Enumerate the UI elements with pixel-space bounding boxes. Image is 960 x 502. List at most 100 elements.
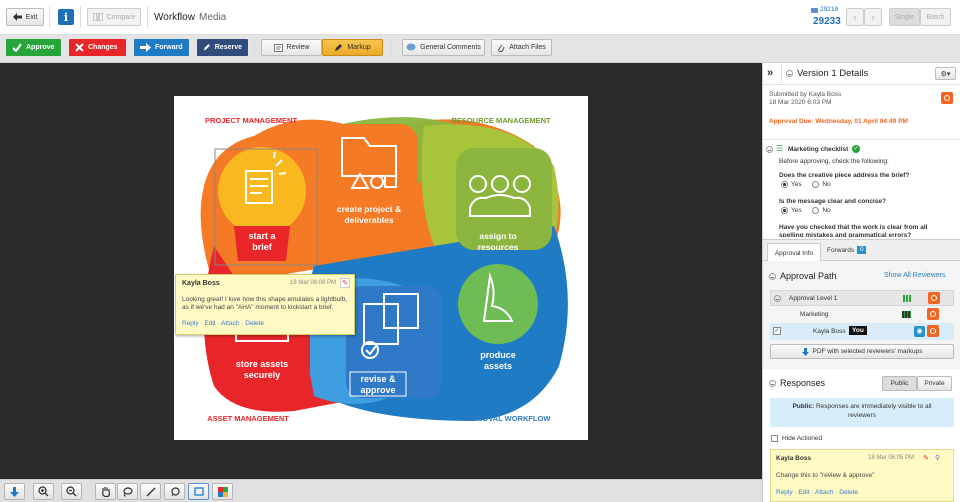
general-comments-label: General Comments [420,44,481,51]
start-brief-text-2: brief [252,242,273,252]
start-brief-text-1: start a [248,231,276,241]
batch-button[interactable]: Batch [920,8,951,26]
public-tab-button[interactable]: Public [882,376,917,391]
separator [254,38,255,60]
you-badge: You [849,326,867,335]
produce-assets-text-1: produce [480,350,516,360]
checklist-title: Marketing checklist [788,146,849,153]
response-reply-link[interactable]: Reply [776,489,793,496]
note-edit-link[interactable]: Edit [204,320,216,327]
collapse-panel-icon[interactable]: » [767,67,774,79]
attach-files-button[interactable]: Attach Files [491,39,552,56]
pin-icon[interactable]: ✎ [923,455,929,462]
collapse-approval-path-icon[interactable] [769,273,776,280]
details-panel: » Version 1 Details ⚙▾ Submitted by Kayl… [762,63,960,502]
radio-yes[interactable] [781,181,788,188]
tab-forwards[interactable]: Forwards 0 [827,246,867,254]
lasso-tool-button[interactable] [117,483,138,500]
note-actions: Reply · Edit · Attach · Delete [182,320,265,327]
response-card[interactable]: Kayla Boss 18 Mar 06:05 PM ✎ ⚲ Change th… [770,449,954,502]
show-all-reviewers-link[interactable]: Show All Reviewers [884,272,946,279]
info-icon[interactable]: i [58,9,74,25]
note-delete-link[interactable]: Delete [245,320,265,327]
response-delete-link[interactable]: Delete [839,489,859,496]
settings-gear-button[interactable]: ⚙▾ [935,67,956,80]
reviewer-row[interactable]: ✓ Kayla Boss You ◉ [770,323,954,340]
version-title: Version 1 Details [797,68,869,79]
download-arrow-icon [801,347,809,356]
note-reply-link[interactable]: Reply [182,320,199,327]
level-status-icon[interactable] [928,292,940,304]
eye-icon[interactable]: ◉ [914,326,925,337]
public-info-bold: Public: [792,403,815,410]
general-comments-button[interactable]: General Comments [402,39,485,56]
collapse-checklist-icon[interactable] [766,146,773,153]
separator [391,38,392,60]
parent-doc-number[interactable]: 29219 [820,6,839,13]
label-resource-management: RESOURCE MANAGEMENT [451,116,551,125]
checklist: ☰ Marketing checklist ✓ Before approving… [763,139,960,237]
markup-button[interactable]: Markup [322,39,383,56]
proof-canvas[interactable]: PROJECT MANAGEMENT RESOURCE MANAGEMENT A… [0,63,762,479]
radio-no[interactable] [812,181,820,188]
reserve-button[interactable]: Reserve [197,39,248,56]
single-button[interactable]: Single [889,8,920,26]
approval-level-row[interactable]: Approval Level 1 [770,290,954,306]
checklist-complete-icon: ✓ [852,145,860,153]
responses-section: Responses Public Private Public: Respons… [763,369,960,502]
reviewer-status-icon[interactable] [927,325,939,337]
collapse-level-icon[interactable] [774,295,781,302]
group-row[interactable]: Marketing [770,306,954,323]
top-bar: Exit i Compare Workflow Media 29219 2923… [0,0,960,35]
submitted-by: Submitted by Kayla Boss [769,91,842,98]
compare-icon [92,13,103,21]
download-button[interactable] [4,483,25,500]
forward-arrow-icon [140,43,151,52]
zoom-in-button[interactable] [33,483,54,500]
exit-label: Exit [25,13,38,21]
changes-button[interactable]: Changes [69,39,126,56]
pin-icon[interactable]: ✎ [340,278,350,288]
response-edit-link[interactable]: Edit [798,489,810,496]
tab-media[interactable]: Media [199,12,227,23]
tab-workflow[interactable]: Workflow [154,12,195,23]
forward-button[interactable]: Forward [134,39,189,56]
proof-artwork[interactable]: PROJECT MANAGEMENT RESOURCE MANAGEMENT A… [174,96,588,440]
private-tab-button[interactable]: Private [917,376,952,391]
reviewer-checkbox[interactable]: ✓ [773,327,781,335]
note-attach-link[interactable]: Attach [221,320,240,327]
tab-approval-info[interactable]: Approval Info [767,243,821,262]
pdf-markups-button[interactable]: PDF with selected reviewers' markups [770,344,954,359]
hide-actioned-checkbox[interactable] [771,435,778,442]
reserve-pen-icon [203,44,210,51]
search-icon[interactable]: ⚲ [935,455,941,462]
response-actions: Reply · Edit · Attach · Delete [776,489,859,496]
checklist-question-3: Have you checked that the work is clear … [779,224,928,237]
previous-button[interactable]: ‹ [846,8,864,26]
pan-tool-button[interactable] [95,483,116,500]
review-icon [273,43,283,52]
color-tool-button[interactable] [212,483,233,500]
version-header: » Version 1 Details ⚙▾ [763,63,960,85]
approve-button[interactable]: Approve [6,39,61,56]
ellipse-tool-button[interactable] [164,483,185,500]
zoom-out-button[interactable] [61,483,82,500]
next-button[interactable]: › [864,8,882,26]
approval-level-label: Approval Level 1 [789,295,838,302]
line-tool-button[interactable] [140,483,161,500]
collapse-version-icon[interactable] [786,70,793,77]
collapse-responses-icon[interactable] [769,380,776,387]
radio-no[interactable] [812,207,820,214]
response-attach-link[interactable]: Attach [815,489,834,496]
rectangle-tool-button[interactable] [188,483,209,500]
group-status-icon[interactable] [927,308,939,320]
review-button[interactable]: Review [261,39,322,56]
markup-note[interactable]: Kayla Boss 18 Mar 06:08 PM ✎ Looking gre… [175,274,355,335]
proof-status-icon[interactable] [941,92,953,104]
approve-label: Approve [26,44,55,51]
compare-button[interactable]: Compare [87,8,141,26]
group-grid-icon [903,295,912,302]
radio-yes[interactable] [781,207,788,214]
info-tabs: Approval Info Forwards 0 [763,239,960,262]
exit-button[interactable]: Exit [6,8,44,26]
